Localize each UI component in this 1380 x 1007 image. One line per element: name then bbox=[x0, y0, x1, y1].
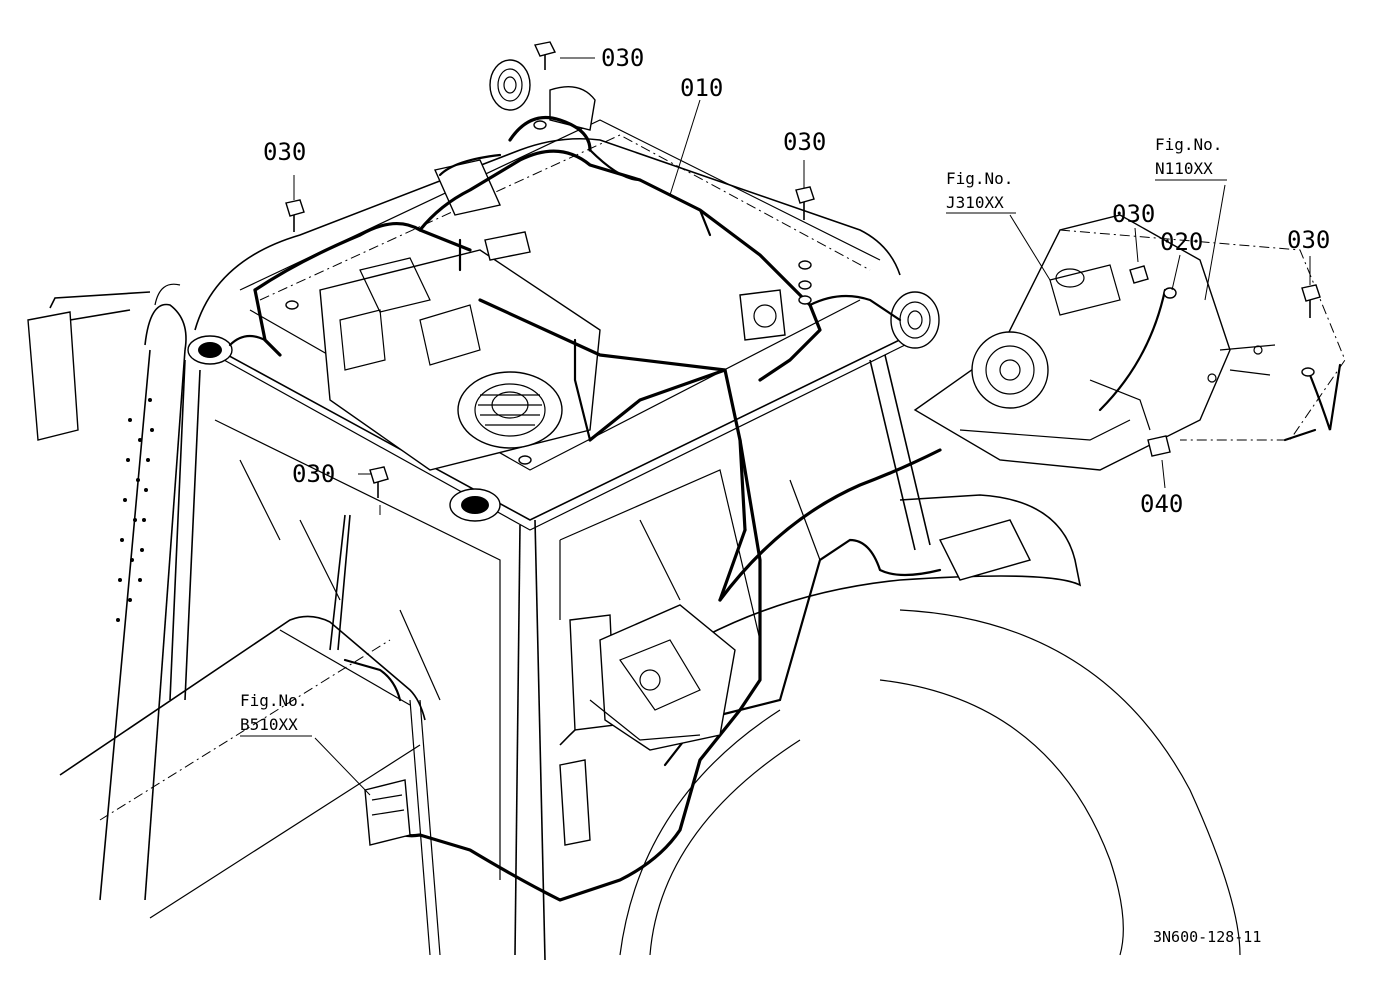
front-lamp-center bbox=[449, 488, 501, 522]
roof-switch-panel bbox=[434, 159, 531, 261]
exhaust-pipe bbox=[99, 283, 187, 901]
figure-ref-j310: Fig.No. J310XX bbox=[946, 169, 1016, 214]
fig-ref-code: B510XX bbox=[240, 715, 298, 734]
callout-030-top: 030 bbox=[601, 44, 644, 72]
blower-fan bbox=[457, 371, 563, 449]
fig-ref-caption: Fig.No. bbox=[946, 169, 1013, 188]
left-mirror bbox=[27, 291, 151, 441]
work-lamp-top-left bbox=[489, 59, 531, 111]
fig-ref-caption: Fig.No. bbox=[240, 691, 307, 710]
callout-010: 010 bbox=[680, 74, 723, 102]
fig-ref-code: J310XX bbox=[946, 193, 1004, 212]
bolt-icon bbox=[285, 41, 1321, 498]
callout-030-right: 030 bbox=[1287, 226, 1330, 254]
document-id: 3N600-128-11 bbox=[1153, 928, 1261, 946]
wiper-arm bbox=[329, 514, 351, 651]
callout-040: 040 bbox=[1140, 490, 1183, 518]
callout-030-mid: 030 bbox=[292, 460, 335, 488]
callout-030-left: 030 bbox=[263, 138, 306, 166]
washer-icon bbox=[285, 120, 1315, 465]
callouts: 030 010 030 030 030 030 030 020 040 bbox=[263, 44, 1330, 518]
transmission-housing bbox=[913, 214, 1346, 471]
fig-ref-caption: Fig.No. bbox=[1155, 135, 1222, 154]
callout-020: 020 bbox=[1160, 228, 1203, 256]
callout-030-center: 030 bbox=[783, 128, 826, 156]
figure-ref-b510: Fig.No. B510XX bbox=[240, 691, 312, 737]
cab-frame bbox=[169, 354, 931, 961]
figure-ref-n110: Fig.No. N110XX bbox=[1155, 135, 1227, 181]
callout-030-trans: 030 bbox=[1112, 200, 1155, 228]
transmission-sensor-wire bbox=[1098, 288, 1342, 442]
work-lamp-right bbox=[890, 291, 940, 349]
fig-ref-code: N110XX bbox=[1155, 159, 1213, 178]
hitch-control-valve bbox=[589, 604, 736, 751]
leader-lines bbox=[293, 57, 1311, 796]
relay-box bbox=[938, 519, 1032, 581]
exhaust-heat-shield-holes bbox=[116, 398, 154, 622]
front-lamp-left bbox=[187, 335, 233, 365]
door-handle bbox=[559, 759, 591, 846]
main-harness-010 bbox=[228, 115, 902, 532]
coupler-b510 bbox=[364, 779, 411, 846]
hood bbox=[59, 615, 426, 919]
roof-speaker bbox=[739, 289, 786, 341]
